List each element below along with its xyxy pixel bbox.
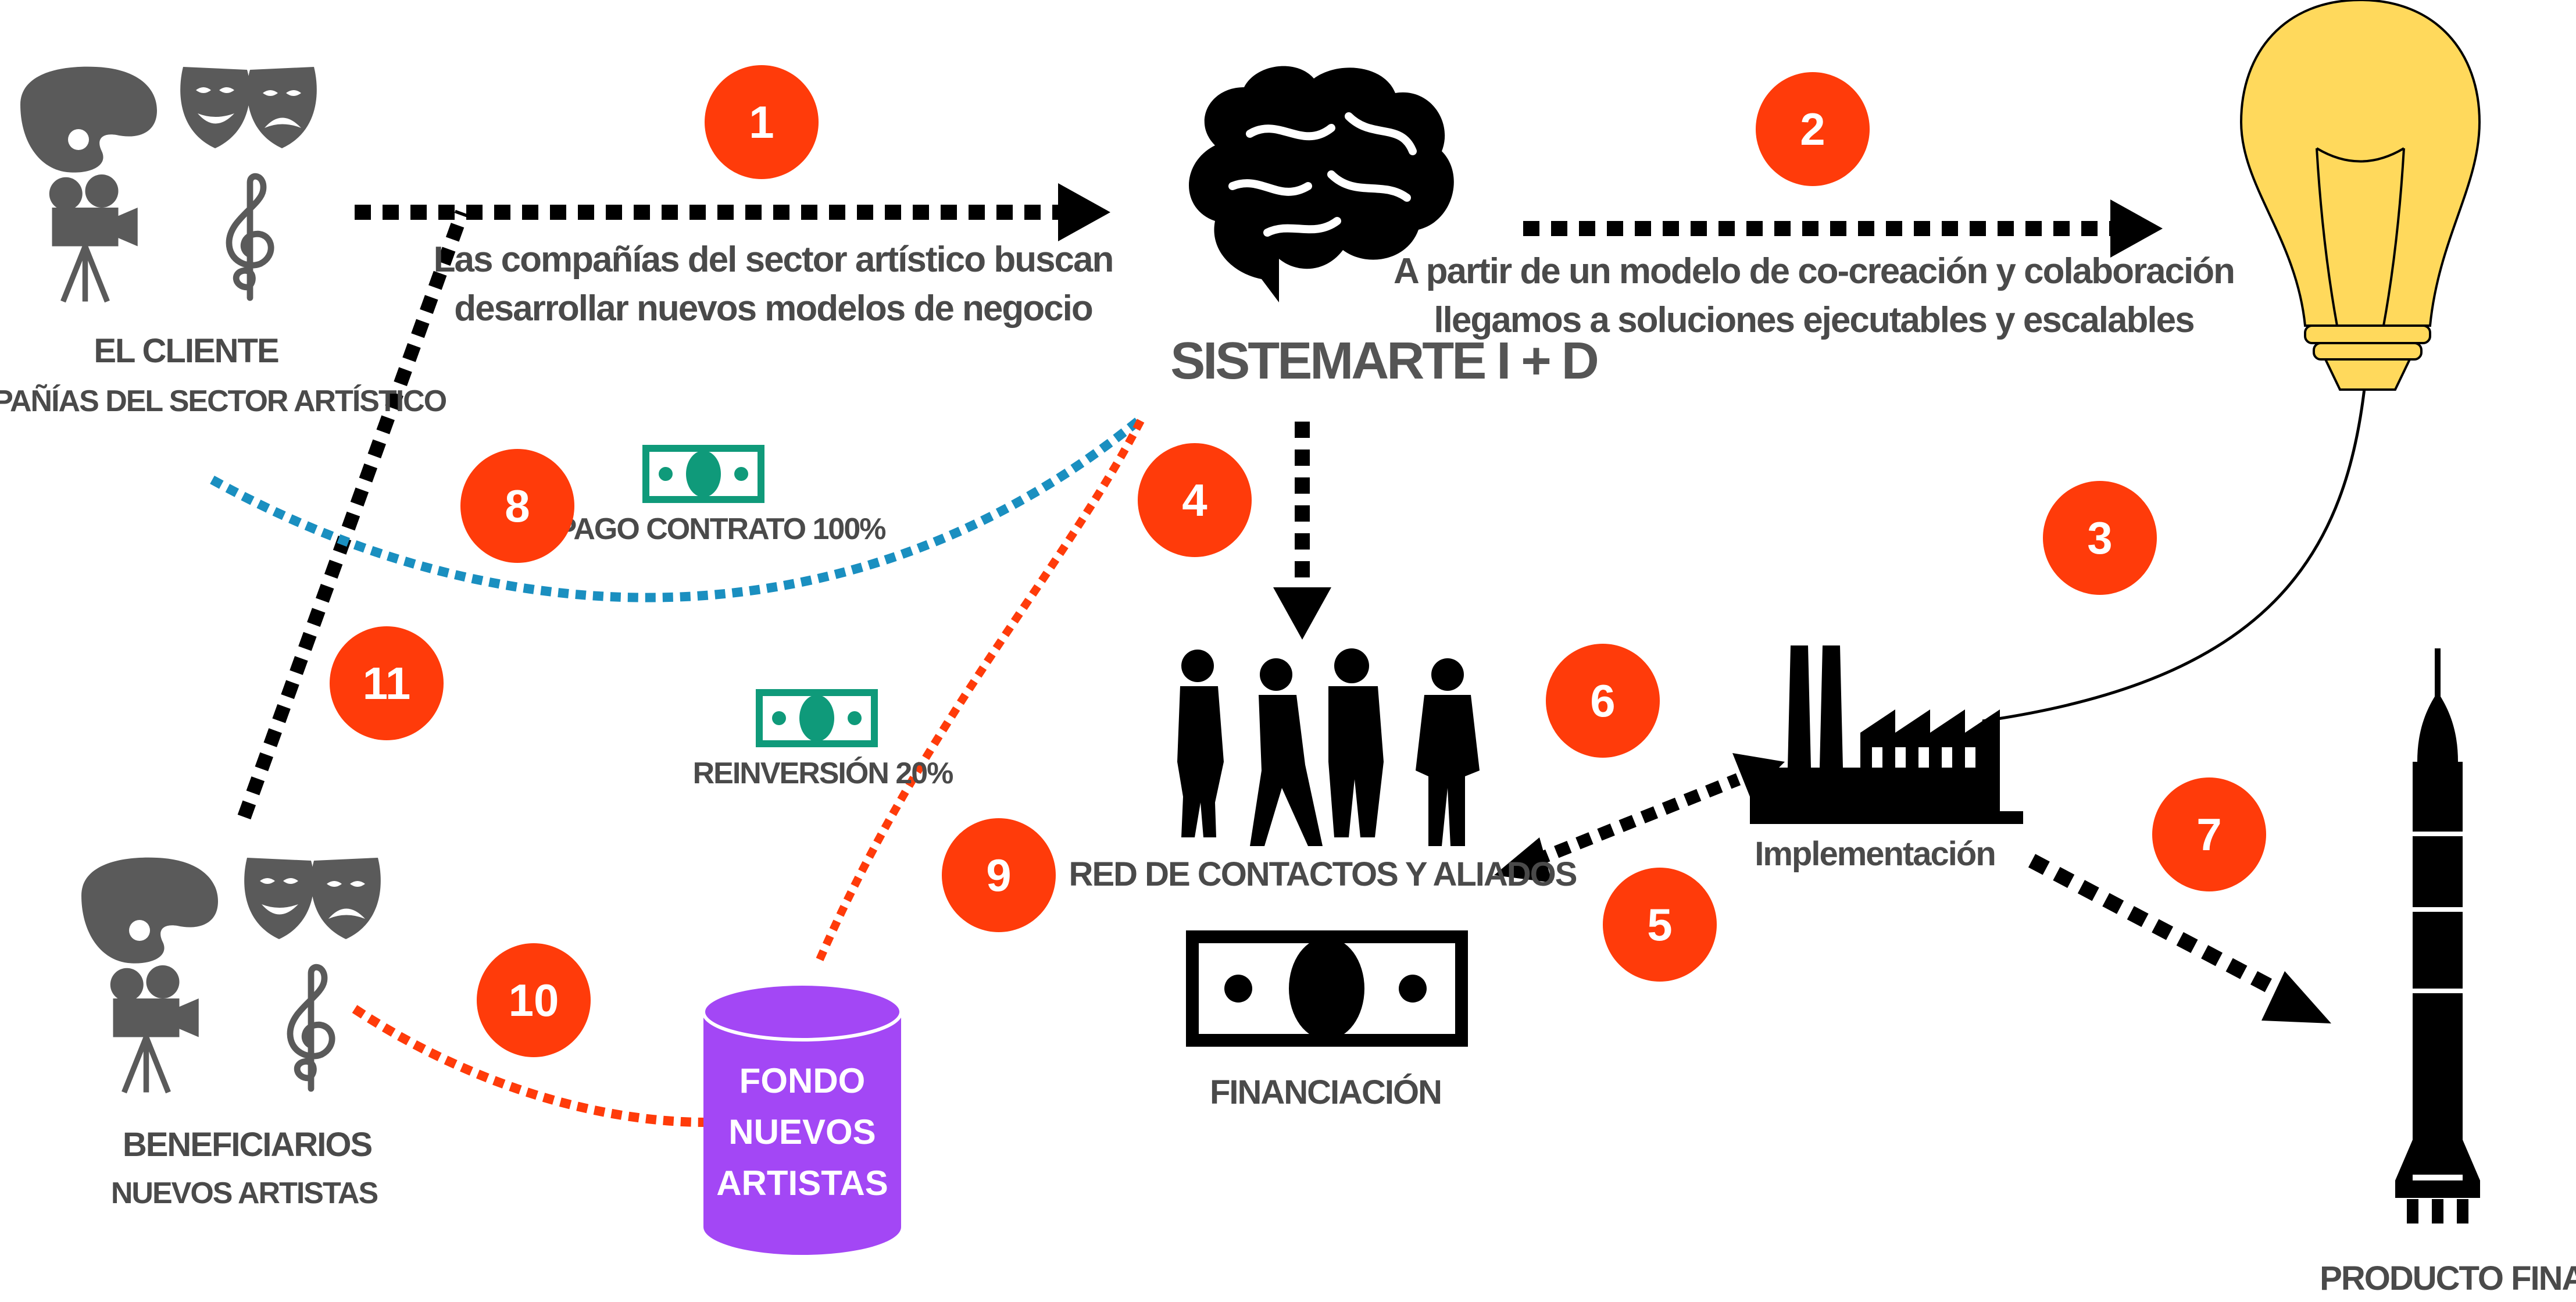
beneficiaries-title: BENEFICIARIOS bbox=[122, 1126, 373, 1164]
arrow-head-7 bbox=[2261, 971, 2331, 1023]
theater-masks-icon bbox=[180, 67, 317, 148]
network-title: RED DE CONTACTOS Y ALIADOS bbox=[1069, 855, 1578, 893]
beneficiaries-subtitle: NUEVOS ARTISTAS bbox=[110, 1176, 378, 1210]
palette-icon bbox=[20, 66, 157, 173]
arrow-beneficiaries-to-line1 bbox=[237, 209, 469, 820]
fund-cylinder bbox=[702, 982, 903, 1255]
arrow-head-down bbox=[1273, 587, 1331, 640]
step-badge-11: 11 bbox=[330, 626, 444, 740]
step-badge-10: 10 bbox=[477, 943, 591, 1057]
financing-title: FINANCIACIÓN bbox=[1209, 1073, 1442, 1111]
arrow-network-implementation bbox=[1532, 773, 1741, 867]
implementation-title: Implementación bbox=[1755, 835, 1996, 873]
banknote-icon bbox=[642, 445, 764, 503]
arrow-head-5a bbox=[1494, 837, 1552, 883]
arrow-implementation-to-rocket bbox=[2028, 854, 2300, 1007]
client-title: EL CLIENTE bbox=[94, 332, 279, 370]
brain-icon bbox=[1189, 66, 1454, 302]
factory-icon bbox=[1750, 645, 2023, 824]
fund-to-beneficiaries-line bbox=[352, 1005, 707, 1127]
step2-description-line2: llegamos a soluciones ejecutables y esca… bbox=[1434, 300, 2195, 340]
banknote-icon bbox=[756, 689, 878, 747]
treble-clef-icon bbox=[290, 967, 332, 1089]
arrow-head-2 bbox=[2110, 199, 2163, 258]
step-badge-6: 6 bbox=[1546, 644, 1660, 758]
connectors bbox=[210, 183, 2368, 1127]
theater-masks-icon bbox=[244, 858, 381, 939]
banknote-icon bbox=[1186, 930, 1468, 1047]
fund-label-line3: ARTISTAS bbox=[716, 1164, 888, 1203]
step-badge-5: 5 bbox=[1603, 868, 1717, 982]
final-product-title: PRODUCTO FINAL bbox=[2320, 1260, 2576, 1297]
palette-icon bbox=[81, 857, 218, 964]
reinvestment-label: REINVERSIÓN 20% bbox=[692, 757, 954, 790]
step-badge-7: 7 bbox=[2152, 777, 2266, 891]
fund-label-line1: FONDO bbox=[739, 1061, 866, 1100]
step1-description-line1: Las compañías del sector artístico busca… bbox=[433, 240, 1114, 280]
light-bulb-icon bbox=[2239, 0, 2481, 391]
client-subtitle: COMPAÑÍAS DEL SECTOR ARTÍSTICO bbox=[0, 384, 447, 418]
step-badge-9: 9 bbox=[942, 818, 1056, 932]
step-badge-2: 2 bbox=[1756, 72, 1870, 186]
step-badge-1: 1 bbox=[705, 65, 819, 179]
fund-label: FONDO NUEVOS ARTISTAS bbox=[706, 1055, 898, 1209]
step2-description: A partir de un modelo de co-creación y c… bbox=[1393, 247, 2235, 345]
reinvestment-line bbox=[816, 415, 1146, 961]
arrow-head-1 bbox=[1058, 183, 1110, 241]
bulb-to-factory-line bbox=[1982, 372, 2368, 723]
step-badge-8: 8 bbox=[460, 449, 574, 563]
beneficiaries-icons bbox=[81, 857, 381, 1093]
client-icons bbox=[20, 66, 317, 302]
step1-description-line2: desarrollar nuevos modelos de negocio bbox=[454, 288, 1093, 329]
treble-clef-icon bbox=[229, 176, 271, 298]
payment-label: PAGO CONTRATO 100% bbox=[556, 512, 887, 546]
step-badge-4: 4 bbox=[1138, 443, 1252, 557]
movie-camera-icon bbox=[110, 965, 199, 1093]
workers-icon bbox=[1177, 648, 1480, 846]
movie-camera-icon bbox=[49, 174, 138, 302]
sistemarte-title: SISTEMARTE I + D bbox=[1170, 332, 1599, 390]
step1-description: Las compañías del sector artístico busca… bbox=[433, 236, 1114, 333]
payment-curve bbox=[210, 413, 1146, 602]
step-badge-3: 3 bbox=[2043, 481, 2157, 595]
rocket-icon bbox=[2395, 648, 2480, 1223]
fund-label-line2: NUEVOS bbox=[728, 1112, 876, 1151]
step2-description-line1: A partir de un modelo de co-creación y c… bbox=[1393, 251, 2235, 291]
